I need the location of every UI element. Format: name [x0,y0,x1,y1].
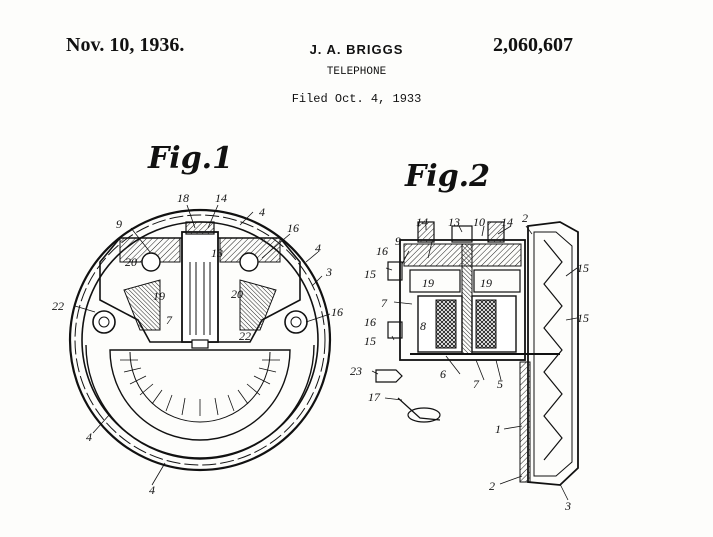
fig2-magnet-left [409,269,461,293]
fig1-dial-inner-arc [129,351,271,423]
fig1-dashed-ring [74,214,326,466]
fig2-ref-14a: 14 [416,215,428,229]
fig2-label: Fig.2 [404,159,490,194]
fig1-pole-left [123,279,161,331]
fig1-dial-face [109,349,291,441]
fig2-ref-6: 6 [440,367,446,381]
fig1-ref-13: 13 [211,246,223,260]
patent-header: Nov. 10, 1936. J. A. BRIGGS TELEPHONE Fi… [0,0,713,110]
fig1-ref-4a: 4 [259,205,265,219]
fig1-ref-22b: 22 [239,329,251,343]
fig2-receiver-inner [533,231,573,477]
fig1-ref-18: 18 [177,191,189,205]
fig2-winding-right [475,299,497,349]
fig2-diaphragm-zigzag [543,239,563,461]
fig2-ref-15d: 15 [364,334,376,348]
fig1-ref-4c: 4 [86,430,92,444]
fig1-ref-9: 9 [116,217,122,231]
patent-date: Nov. 10, 1936. [66,34,185,56]
fig2-ref-7b: 7 [473,377,480,391]
fig1-top-screw [185,221,215,235]
fig2-magnet-right [473,269,521,293]
fig1-ref-4b: 4 [315,241,321,255]
fig1-ref-7: 7 [166,313,173,327]
fig1-screw-left [92,310,116,334]
fig1-core-tip [191,339,209,349]
fig2-ref-19b: 19 [480,276,492,290]
fig2-ref-17: 17 [368,390,381,404]
fig1-hatched-block-left [119,237,181,263]
fig2-spring-17 [397,397,441,421]
fig2-screw-14a [417,221,435,243]
fig2-ref-15c: 15 [577,311,589,325]
fig2-ref-15a: 15 [364,267,376,281]
fig2-ref-9: 9 [395,234,401,248]
fig2-side-screw-lower [387,321,403,339]
fig1-screw-upper-right [239,252,259,272]
fig2-ref-2b: 2 [489,479,495,493]
fig2-leader-lines [371,225,578,501]
fig1-dial-ticks [120,359,280,416]
fig1-screw-right [284,310,308,334]
fig1-ref-14: 14 [215,191,227,205]
fig1-hatched-block-right [219,237,281,263]
fig2-ref-7a: 7 [381,296,388,310]
fig1-ref-3: 3 [325,265,332,279]
fig2-ear-cap [519,361,531,483]
fig2-ref-5: 5 [497,377,503,391]
fig2-side-screw-upper [387,261,403,281]
fig1-leader-lines [74,204,331,486]
patent-title: TELEPHONE [326,66,387,78]
fig1-pole-right [239,279,277,331]
fig2-ref-16a: 16 [376,244,388,258]
fig2-ref-19a: 19 [422,276,434,290]
figure-1: Fig.1 [52,141,343,497]
fig1-screw-upper-left [141,252,161,272]
fig2-ref-13: 13 [448,215,460,229]
fig1-ref-4d: 4 [149,483,155,497]
fig2-center-pole [461,243,473,355]
fig2-ref-14b: 14 [501,215,513,229]
fig1-ref-22a: 22 [52,299,64,313]
fig1-ref-20a: 20 [125,255,137,269]
fig2-winding-left [435,299,457,349]
fig2-frame [399,239,526,361]
fig1-frame [99,237,301,343]
fig2-ref-1: 1 [495,422,501,436]
fig2-ref-8: 8 [420,319,426,333]
fig2-contact [407,407,441,423]
fig1-outer-ring [68,208,332,472]
fig1-ref-20b: 20 [231,287,243,301]
fig2-ref-23: 23 [350,364,362,378]
figure-2: Fig.2 [350,159,589,513]
fig2-ref-2a: 2 [522,211,528,225]
patent-number: 2,060,607 [493,34,573,56]
fig2-ref-15b: 15 [577,261,589,275]
fig1-dial-rim [85,344,315,460]
fig2-switch-23 [375,369,403,383]
inventor-name: J. A. BRIGGS [309,42,404,57]
fig2-screw-14b [487,221,505,243]
fig1-ref-16a: 16 [287,221,299,235]
fig1-ref-16b: 16 [331,305,343,319]
fig2-ref-3: 3 [564,499,571,513]
fig2-block-13 [451,225,473,243]
filed-date: Filed Oct. 4, 1933 [291,92,422,106]
fig2-ref-10: 10 [473,215,485,229]
fig1-ref-19: 19 [153,289,165,303]
fig1-label: Fig.1 [147,141,233,176]
fig2-ref-16b: 16 [364,315,376,329]
